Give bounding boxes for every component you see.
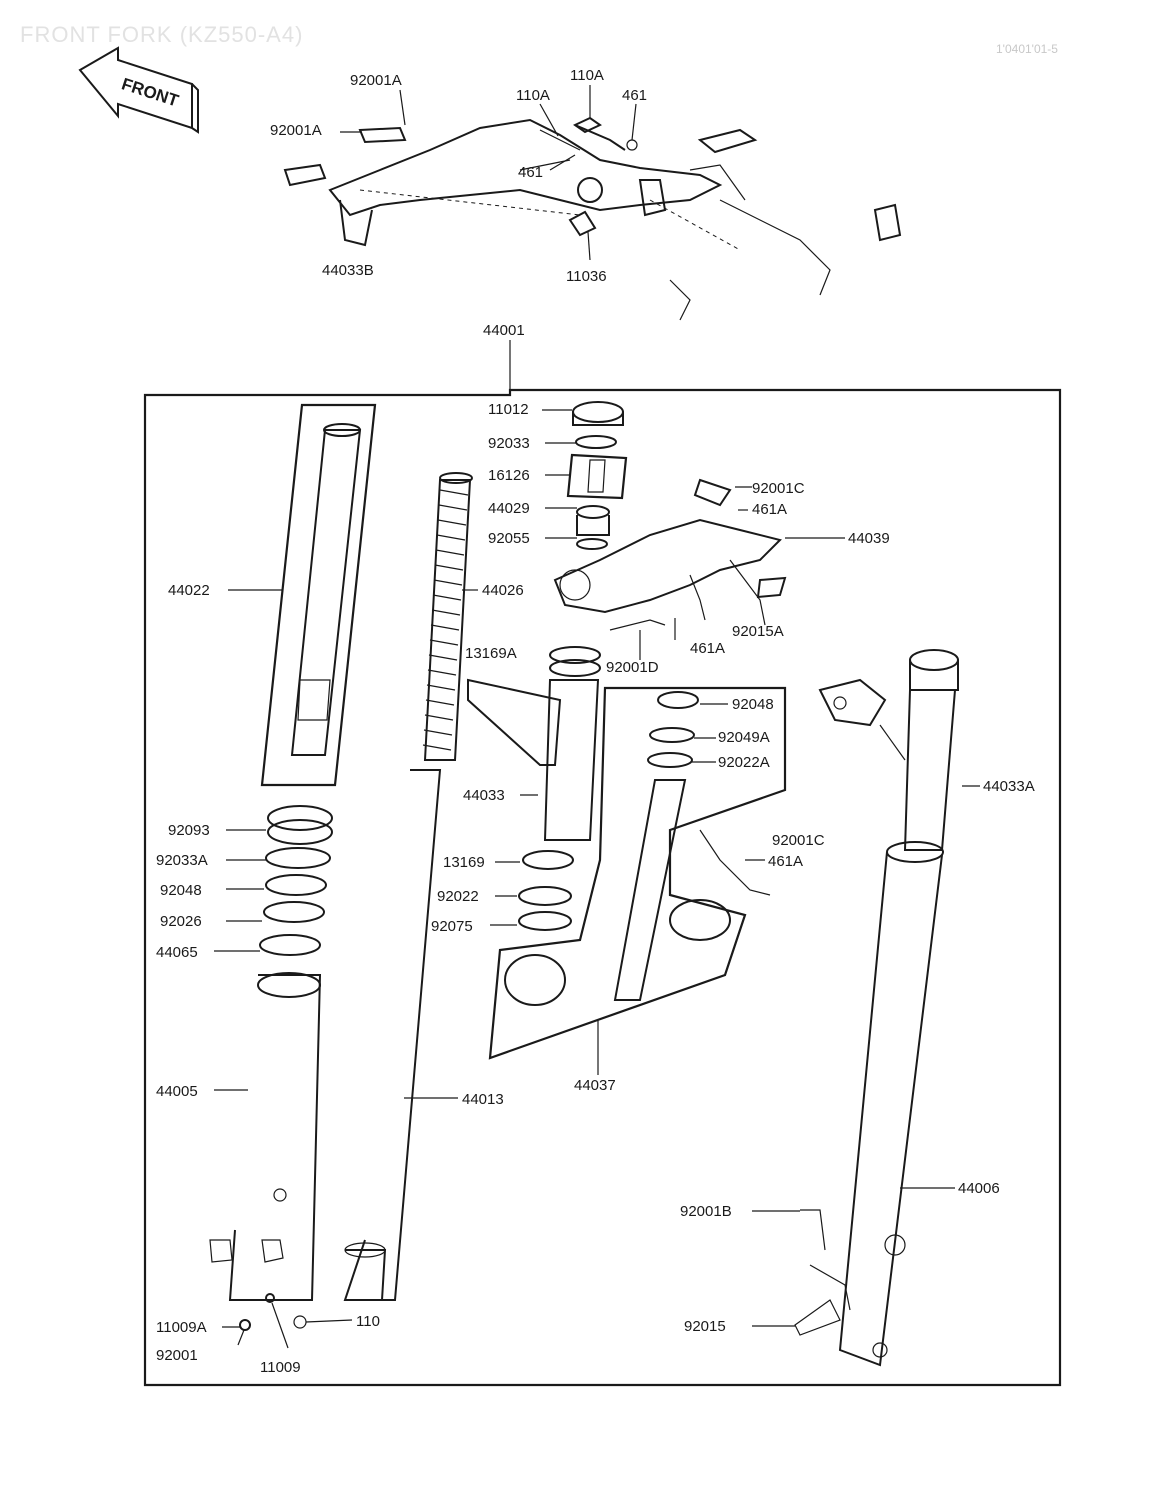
label-92001A-left: 92001A [270, 122, 322, 139]
part-labels: 92001A 92001A 110A 110A 461 461 44033B 1… [156, 67, 1035, 1376]
steering-stem-44037 [488, 686, 787, 1075]
label-44006: 44006 [958, 1180, 1000, 1197]
label-461A-a: 461A [752, 501, 787, 518]
front-arrow-icon: FRONT [78, 46, 199, 134]
label-461-a: 461 [622, 87, 647, 104]
label-11009: 11009 [260, 1359, 301, 1376]
label-44033: 44033 [463, 787, 505, 804]
front-arrow-label: FRONT [119, 74, 181, 110]
label-44026: 44026 [482, 582, 524, 599]
label-110A-a: 110A [570, 67, 604, 84]
handlebar-bracket-assembly [283, 116, 902, 321]
label-110: 110 [356, 1313, 380, 1330]
label-92001C-b: 92001C [772, 832, 825, 849]
label-92022A: 92022A [718, 754, 770, 771]
label-92033: 92033 [488, 435, 530, 452]
label-92022: 92022 [437, 888, 479, 905]
label-44033B: 44033B [322, 262, 374, 279]
label-92015A: 92015A [732, 623, 784, 640]
outer-tube-44006 [752, 649, 980, 1367]
label-11036: 11036 [566, 268, 607, 285]
label-92015: 92015 [684, 1318, 726, 1335]
label-92075: 92075 [431, 918, 473, 935]
fork-cover-44033 [467, 646, 601, 931]
label-13169: 13169 [443, 854, 485, 871]
label-92001B: 92001B [680, 1203, 732, 1220]
label-461A-c: 461A [768, 853, 803, 870]
label-461-b: 461 [518, 164, 543, 181]
label-44001: 44001 [483, 322, 525, 339]
label-13169A: 13169A [465, 645, 517, 662]
diagram-title: FRONT FORK (KZ550-A4) [20, 22, 304, 47]
label-92049A: 92049A [718, 729, 770, 746]
fork-assembly-frame [143, 388, 1062, 1387]
label-44037: 44037 [574, 1077, 616, 1094]
label-92001C-a: 92001C [752, 480, 805, 497]
label-92048-right: 92048 [732, 696, 774, 713]
label-92026: 92026 [160, 913, 202, 930]
label-92033A: 92033A [156, 852, 208, 869]
label-16126: 16126 [488, 467, 530, 484]
label-44022: 44022 [168, 582, 210, 599]
label-44033A: 44033A [983, 778, 1035, 795]
label-44029: 44029 [488, 500, 530, 517]
fork-spring-44026 [422, 472, 478, 761]
label-92055: 92055 [488, 530, 530, 547]
label-92001A-top: 92001A [350, 72, 402, 89]
label-461A-b: 461A [690, 640, 725, 657]
fork-tube-44013 [343, 769, 458, 1301]
label-92048-left: 92048 [160, 882, 202, 899]
upper-leaders [340, 85, 637, 261]
label-92001: 92001 [156, 1347, 198, 1364]
diagram-code: 1'0401'01-5 [996, 42, 1058, 56]
label-44065: 44065 [156, 944, 198, 961]
label-44013: 44013 [462, 1091, 504, 1108]
label-44005: 44005 [156, 1083, 198, 1100]
label-11012: 11012 [488, 401, 529, 418]
label-110A-b: 110A [516, 87, 550, 104]
label-11009A: 11009A [156, 1319, 207, 1336]
label-92093: 92093 [168, 822, 210, 839]
label-92001D: 92001D [606, 659, 659, 676]
upper-bracket-44039 [553, 478, 845, 660]
inner-tube-44022 [228, 403, 377, 787]
label-44039: 44039 [848, 530, 890, 547]
outer-tube-44005 [209, 805, 353, 1349]
cap-bolt-stack [542, 401, 628, 550]
